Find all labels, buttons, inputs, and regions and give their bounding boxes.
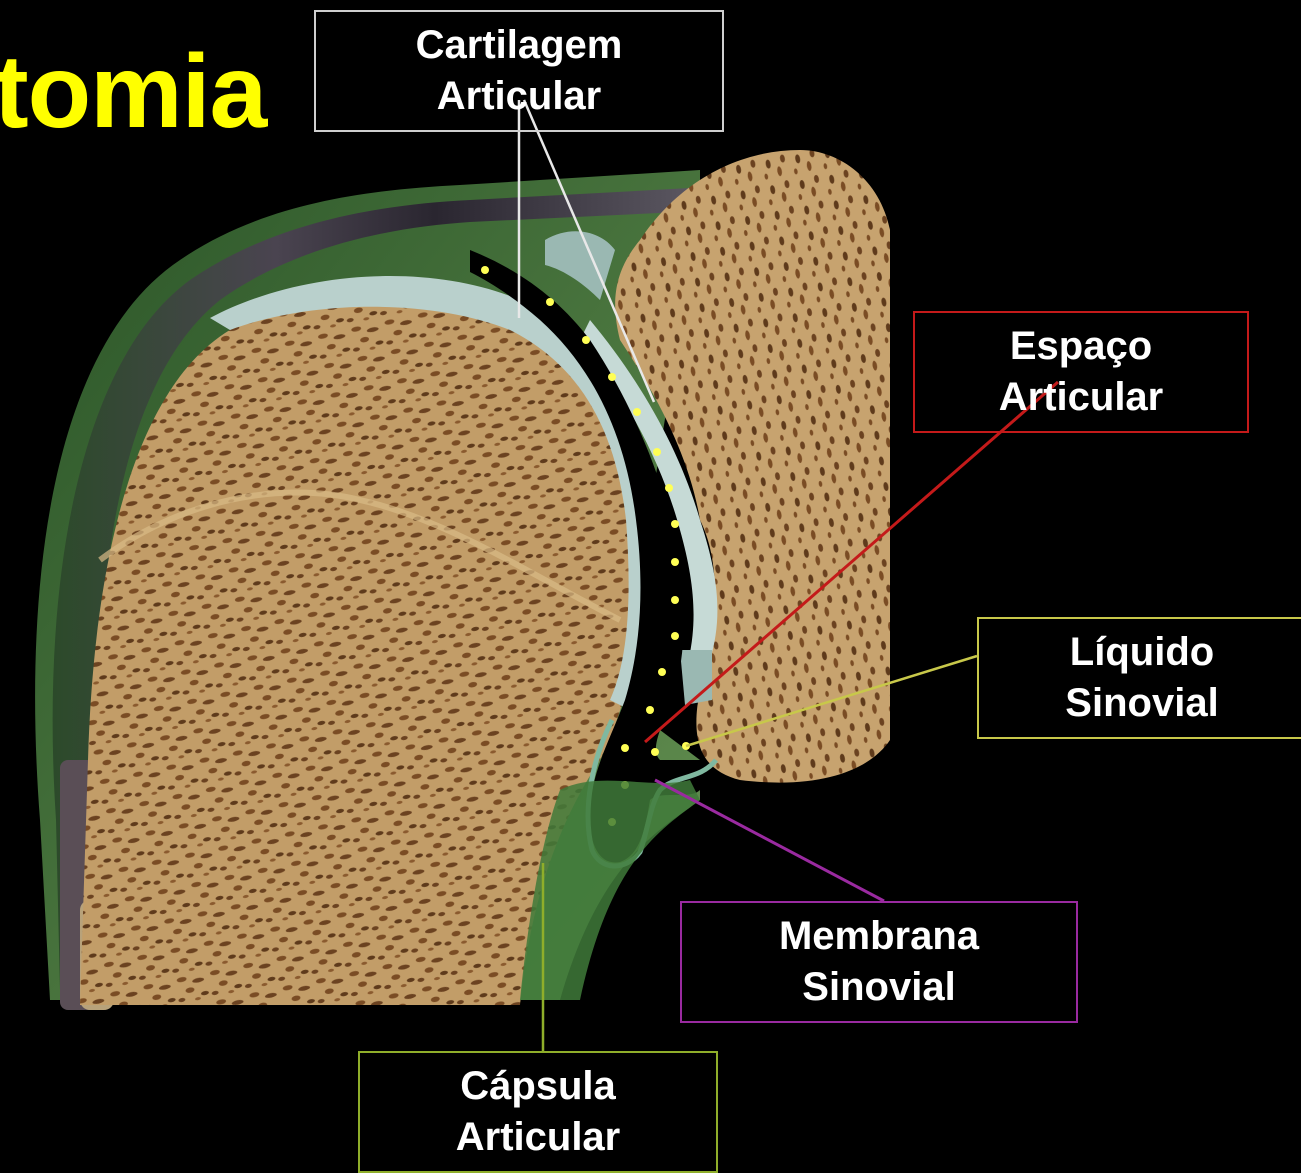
label-capsula-line2: Articular — [456, 1112, 621, 1163]
label-membrana-line2: Sinovial — [802, 962, 955, 1013]
label-capsula-line1: Cápsula — [460, 1061, 616, 1112]
leader-membrana — [655, 780, 884, 901]
label-espaco-line2: Articular — [999, 372, 1164, 423]
label-cartilagem-line2: Articular — [437, 71, 602, 122]
label-cartilagem-line1: Cartilagem — [416, 20, 623, 71]
label-liquido-line1: Líquido — [1070, 627, 1214, 678]
label-membrana-sinovial: Membrana Sinovial — [680, 901, 1078, 1023]
label-espaco-articular: Espaço Articular — [913, 311, 1249, 433]
label-membrana-line1: Membrana — [779, 911, 979, 962]
label-liquido-sinovial: Líquido Sinovial — [977, 617, 1301, 739]
label-espaco-line1: Espaço — [1010, 321, 1152, 372]
label-liquido-line2: Sinovial — [1065, 678, 1218, 729]
label-cartilagem-articular: Cartilagem Articular — [314, 10, 724, 132]
